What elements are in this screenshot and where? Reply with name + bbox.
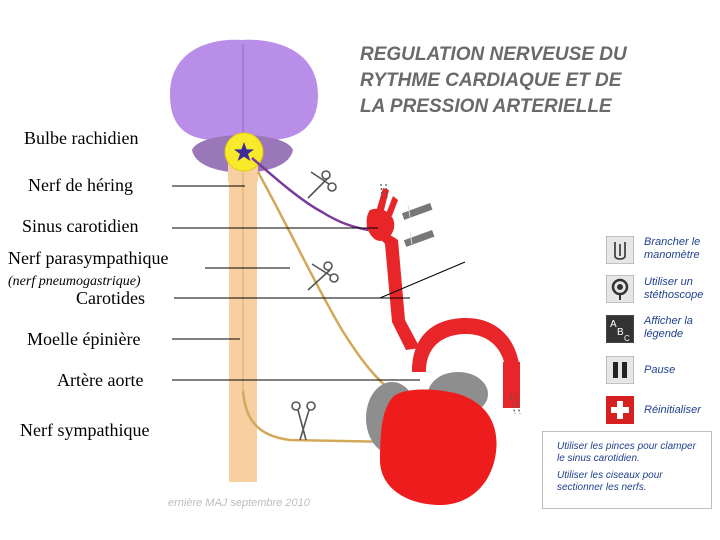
clamp-icon-2[interactable] xyxy=(403,230,435,247)
manometer-button[interactable] xyxy=(606,236,634,264)
legend-icon: A B C xyxy=(606,315,634,343)
svg-text:A: A xyxy=(610,319,617,330)
scissors-icon-3[interactable] xyxy=(291,401,316,441)
pause-button[interactable] xyxy=(606,356,634,384)
descending-aorta xyxy=(503,362,520,408)
dashed-marks-bottom xyxy=(509,393,521,415)
bulbe-star-icon xyxy=(234,142,254,161)
label-nerf-de-hering: Nerf de héring xyxy=(28,175,133,195)
pause-label: Pause xyxy=(644,364,676,376)
label-nerf-sympathique: Nerf sympathique xyxy=(20,420,150,440)
manometer-icon xyxy=(606,236,634,264)
legend-label: Afficher la légende xyxy=(644,315,693,340)
stethoscope-icon xyxy=(606,275,634,303)
carotid-artery xyxy=(366,222,420,350)
instruction-clamp: Utiliser les pinces pour clamper le sinu… xyxy=(557,441,696,464)
pause-icon xyxy=(606,356,634,384)
carotid-branch-right xyxy=(386,196,398,216)
diagram-title: REGULATION NERVEUSE DU RYTHME CARDIAQUE … xyxy=(360,42,670,120)
title-line-1: REGULATION NERVEUSE DU xyxy=(360,44,627,65)
hering-nerve xyxy=(251,157,381,234)
aortic-arch xyxy=(412,318,520,372)
svg-text:C: C xyxy=(624,334,630,343)
carotid-branch-left xyxy=(376,188,389,214)
scissors-icon-1[interactable] xyxy=(307,170,337,199)
stethoscope-button[interactable] xyxy=(606,275,634,303)
carotid-sinus xyxy=(366,208,395,241)
reset-icon xyxy=(606,396,634,424)
manometer-label: Brancher le manomètre xyxy=(644,236,701,261)
legend-button[interactable]: A B C xyxy=(606,315,634,343)
sympathetic-nerve xyxy=(241,389,396,444)
instruction-scissors: Utiliser les ciseaux pour sectionner les… xyxy=(557,470,663,493)
footer-update: ernière MAJ septembre 2010 xyxy=(168,497,310,509)
instructions-box: Utiliser les pinces pour clamper le sinu… xyxy=(542,431,712,509)
leader-lines xyxy=(172,185,466,381)
heart xyxy=(380,389,497,505)
clamp-icon-1[interactable] xyxy=(401,203,433,220)
label-nerf-pneumogastrique: (nerf pneumogastrique) xyxy=(8,274,141,289)
label-sinus-carotidien: Sinus carotidien xyxy=(22,216,139,236)
label-moelle-epiniere: Moelle épinière xyxy=(27,329,141,349)
stethoscope-label: Utiliser un stéthoscope xyxy=(644,276,704,301)
label-artere-aorte: Artère aorte xyxy=(57,370,144,390)
label-bulbe-rachidien: Bulbe rachidien xyxy=(24,128,139,148)
scissors-icon-2[interactable] xyxy=(307,261,339,291)
label-nerf-parasympathique: Nerf parasympathique xyxy=(8,248,169,268)
title-line-2: RYTHME CARDIAQUE ET DE xyxy=(360,70,622,91)
reset-label: Réinitialiser xyxy=(644,404,701,416)
title-line-3: LA PRESSION ARTERIELLE xyxy=(360,96,612,117)
label-carotides: Carotides xyxy=(76,288,145,308)
reset-button[interactable] xyxy=(606,396,634,424)
svg-text:B: B xyxy=(617,327,624,338)
